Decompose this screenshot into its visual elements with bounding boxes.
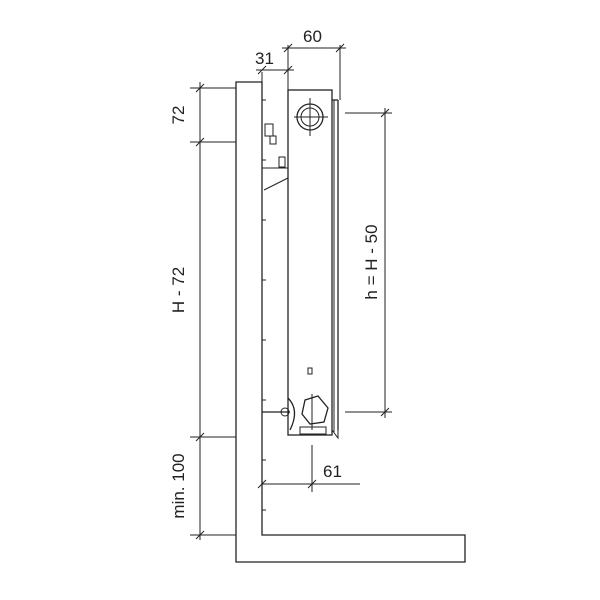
dim-top-offset-label: 72 [169,106,188,125]
bottom-valve [262,394,329,435]
radiator-body [287,89,339,440]
dim-wall-gap-label: 31 [255,49,274,68]
dim-height-label: H - 72 [169,267,188,313]
dim-connection-height-label: h = H - 50 [362,224,381,299]
dim-depth-label: 60 [303,27,322,46]
dim-floor-clearance-label: min. 100 [169,453,188,518]
dim-connection-offset-label: 61 [323,462,342,481]
wall-bracket [262,123,289,191]
dimension-lines [190,43,392,540]
top-connection-fitting [294,98,328,136]
wall-section [235,81,466,563]
